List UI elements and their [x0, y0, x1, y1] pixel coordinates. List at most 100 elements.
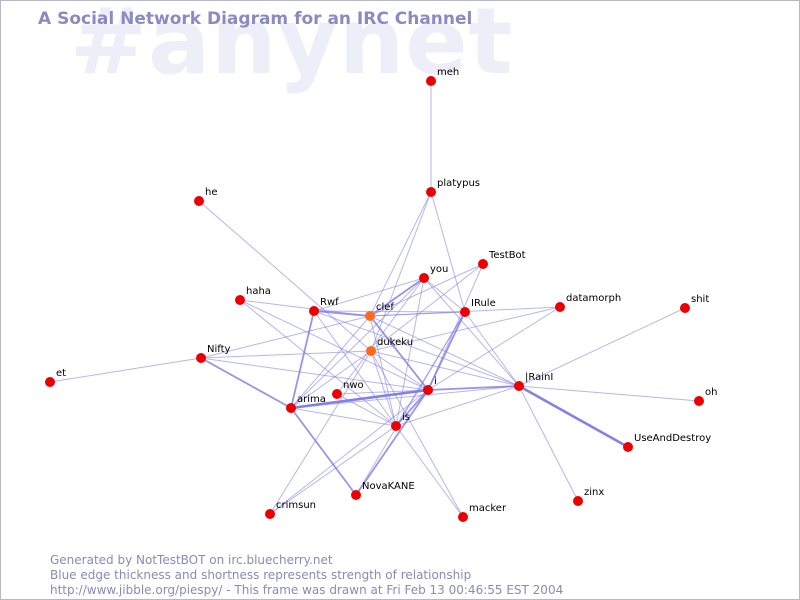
node-arima[interactable]: [286, 403, 296, 413]
node-label-et: et: [56, 368, 66, 379]
edge-you-IRainI: [423, 277, 520, 387]
edge-is-macker: [395, 425, 464, 518]
node-i[interactable]: [423, 385, 433, 395]
node-label-IRainI: |RainI: [525, 372, 553, 383]
edge-TestBot-dukeku: [370, 263, 484, 352]
node-datamorph[interactable]: [555, 302, 565, 312]
node-label-i: i: [434, 376, 437, 387]
node-label-he: he: [205, 187, 218, 198]
footer: Generated by NotTestBOT on irc.bluecherr…: [50, 553, 563, 598]
node-meh[interactable]: [426, 76, 436, 86]
node-platypus[interactable]: [426, 187, 436, 197]
edge-IRainI-oh: [518, 385, 700, 402]
diagram-title: A Social Network Diagram for an IRC Chan…: [38, 9, 473, 29]
edge-dukeku-i: [370, 350, 429, 391]
edge-Rwf-arima: [290, 310, 315, 409]
node-label-Rwf: Rwf: [320, 297, 339, 308]
node-label-haha: haha: [246, 286, 271, 297]
edge-Rwf-IRainI: [313, 310, 520, 387]
node-is[interactable]: [391, 421, 401, 431]
node-label-datamorph: datamorph: [566, 293, 621, 304]
node-label-dukeku: dukeku: [377, 337, 413, 348]
node-label-TestBot: TestBot: [488, 250, 526, 261]
footer-legend-note: Blue edge thickness and shortness repres…: [50, 568, 472, 582]
edge-Rwf-is: [313, 310, 397, 427]
edge-you-clef: [369, 277, 425, 317]
node-label-macker: macker: [469, 503, 507, 514]
node-label-you: you: [430, 264, 448, 275]
node-dukeku[interactable]: [366, 346, 376, 356]
channel-watermark: #anynet: [70, 0, 514, 95]
node-label-zinx: zinx: [584, 487, 604, 498]
node-shit[interactable]: [680, 303, 690, 313]
edge-IRainI-UseAndDestroy: [518, 384, 629, 449]
edge-you-Rwf: [313, 277, 425, 312]
edge-dukeku-macker: [370, 350, 464, 518]
edge-dukeku-IRainI: [370, 350, 520, 387]
footer-generated-by: Generated by NotTestBOT on irc.bluecherr…: [50, 553, 333, 567]
node-label-platypus: platypus: [437, 178, 480, 189]
node-he[interactable]: [194, 196, 204, 206]
edge-datamorph-dukeku: [370, 306, 561, 352]
edge-Rwf-clef: [313, 310, 371, 317]
edge-clef-IRainI: [369, 315, 520, 387]
edge-datamorph-i: [427, 306, 561, 391]
node-you[interactable]: [419, 273, 429, 283]
edge-nwo-is: [336, 393, 397, 427]
edge-platypus-IRule: [430, 191, 466, 313]
edge-he-dukeku: [198, 200, 372, 352]
node-Rwf[interactable]: [309, 306, 319, 316]
edge-platypus-dukeku: [370, 191, 432, 352]
edge-dukeku-arima: [290, 350, 372, 409]
node-label-NovaKANE: NovaKANE: [362, 481, 415, 492]
edge-you-nwo: [336, 277, 425, 395]
edge-nwo-i: [336, 389, 429, 395]
node-et[interactable]: [45, 377, 55, 387]
node-macker[interactable]: [458, 512, 468, 522]
node-clef[interactable]: [365, 311, 375, 321]
edge-dukeku-is: [370, 350, 397, 427]
edges-layer: [49, 81, 700, 518]
node-label-oh: oh: [705, 387, 717, 398]
node-label-UseAndDestroy: UseAndDestroy: [634, 433, 711, 444]
node-nwo[interactable]: [332, 389, 342, 399]
edge-clef-is: [369, 315, 397, 427]
edge-shit-IRainI: [518, 307, 686, 387]
edge-IRainI-is: [395, 385, 520, 427]
node-label-meh: meh: [437, 67, 459, 78]
node-IRainI[interactable]: [514, 381, 524, 391]
node-Nifty[interactable]: [196, 353, 206, 363]
edge-i-crimsun: [269, 389, 429, 515]
edge-you-arima: [290, 277, 425, 409]
node-haha[interactable]: [235, 295, 245, 305]
edge-i-arima: [290, 388, 429, 410]
edge-you-is: [395, 277, 425, 427]
node-NovaKANE[interactable]: [351, 490, 361, 500]
edge-clef-arima: [290, 315, 371, 409]
node-IRule[interactable]: [460, 307, 470, 317]
edge-Nifty-dukeku: [200, 350, 372, 359]
node-zinx[interactable]: [573, 496, 583, 506]
node-label-Nifty: Nifty: [207, 344, 231, 355]
node-label-nwo: nwo: [343, 380, 364, 391]
edge-Rwf-IRule: [313, 310, 466, 313]
edge-IRainI-zinx: [518, 385, 579, 502]
node-label-shit: shit: [691, 294, 709, 305]
edge-IRainI-arima: [290, 385, 520, 409]
node-crimsun[interactable]: [265, 509, 275, 519]
node-label-crimsun: crimsun: [276, 500, 316, 511]
edge-platypus-clef: [369, 191, 432, 317]
node-label-IRule: IRule: [471, 298, 496, 309]
edge-clef-Nifty: [200, 315, 371, 359]
edge-arima-NovaKANE: [290, 407, 357, 496]
node-TestBot[interactable]: [478, 259, 488, 269]
node-UseAndDestroy[interactable]: [623, 442, 633, 452]
edge-i-is: [395, 389, 429, 427]
node-oh[interactable]: [694, 396, 704, 406]
edge-IRule-IRainI: [464, 311, 520, 387]
edge-Nifty-arima: [200, 357, 292, 409]
node-label-is: is: [402, 412, 410, 423]
footer-frame-info: http://www.jibble.org/piespy/ - This fra…: [50, 583, 564, 597]
